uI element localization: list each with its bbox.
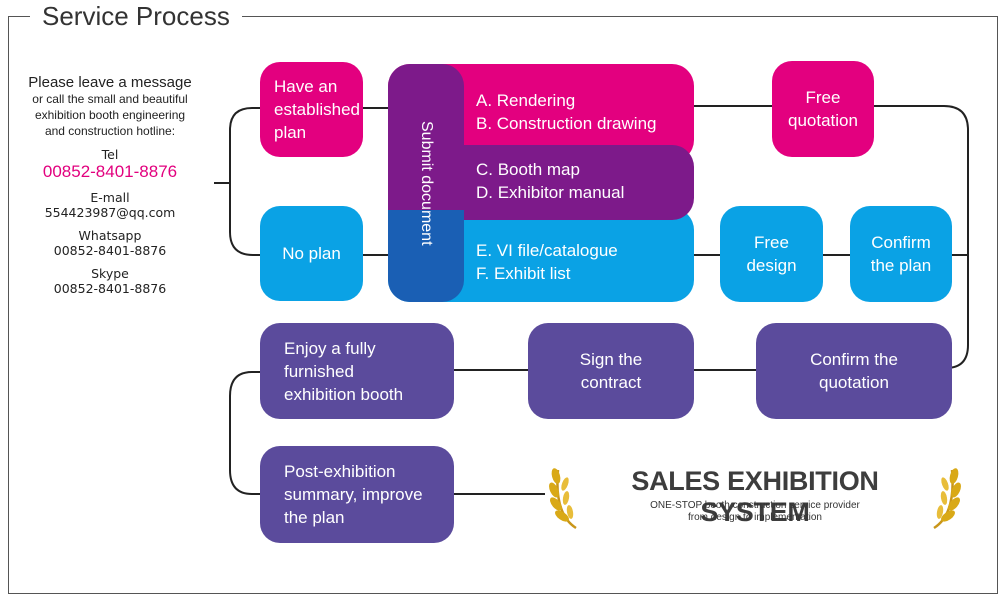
whatsapp-value[interactable]: 00852-8401-8876: [53, 243, 167, 258]
step-confirm-plan: Confirm the plan: [850, 206, 952, 302]
laurel-right-icon: [933, 468, 961, 530]
step-free-quotation: Free quotation: [772, 61, 874, 157]
contact-info: Please leave a message or call the small…: [10, 74, 210, 296]
step-no-plan-label: No plan: [282, 244, 341, 263]
title-container: Service Process: [30, 0, 242, 32]
skype-label: Skype: [91, 266, 129, 281]
step-enjoy-booth: Enjoy a fully furnished exhibition booth: [260, 323, 454, 419]
tel-value[interactable]: 00852-8401-8876: [42, 162, 178, 181]
step-established-plan-label: Have an established plan: [274, 77, 361, 142]
skype-value[interactable]: 00852-8401-8876: [53, 281, 167, 296]
submit-document-label: Submit document: [418, 120, 435, 246]
step-post-summary-label: Post-exhibition summary, improve the pla…: [284, 462, 423, 527]
quotation-to-right: [874, 105, 969, 369]
laurel-left-icon: [549, 468, 577, 530]
step-no-plan: No plan: [260, 206, 363, 301]
logo-subtitle-line-1: ONE-STOP booth construction service prov…: [650, 500, 860, 511]
doc-item-c: C. Booth map: [476, 160, 580, 179]
doc-item-f: F. Exhibit list: [476, 264, 571, 283]
logo-subtitle-line-2: from design to implementation: [688, 512, 822, 523]
step-post-summary: Post-exhibition summary, improve the pla…: [260, 446, 454, 543]
contact-heading: Please leave a message: [28, 74, 192, 91]
contact-line-3: and construction hotline:: [44, 124, 176, 138]
email-value[interactable]: 554423987@qq.com: [44, 205, 176, 220]
whatsapp-label: Whatsapp: [78, 228, 142, 243]
tel-label: Tel: [101, 147, 119, 162]
step-free-design: Free design: [720, 206, 823, 302]
contact-line-2: exhibition booth engineering: [34, 108, 186, 122]
logo-subtitle: ONE-STOP booth construction service prov…: [576, 500, 934, 524]
sales-exhibition-logo: SALES EXHIBITION SYSTEM ONE-STOP booth c…: [548, 462, 962, 532]
step-confirm-quotation: Confirm the quotation: [756, 323, 952, 419]
doc-item-a: A. Rendering: [476, 91, 576, 110]
step-sign-contract-label: Sign the contract: [579, 350, 643, 392]
step-free-quotation-label: Free quotation: [788, 88, 858, 130]
step-sign-contract: Sign the contract: [528, 323, 694, 419]
doc-item-d: D. Exhibitor manual: [476, 183, 625, 202]
enjoy-to-summary: [229, 371, 260, 495]
step-confirm-quotation-label: Confirm the quotation: [810, 350, 898, 392]
step-established-plan: Have an established plan: [260, 62, 363, 157]
submit-document-label-wrap: Submit document: [388, 64, 464, 302]
logo-title: SALES EXHIBITION SYSTEM: [631, 466, 879, 527]
branch-connector: [229, 107, 260, 256]
step-free-design-label: Free design: [746, 233, 797, 275]
doc-submit-column-top: [388, 64, 464, 222]
doc-item-e: E. VI file/catalogue: [476, 241, 618, 260]
diagram-frame: [8, 16, 998, 594]
contact-line-1: or call the small and beautiful: [32, 92, 188, 106]
step-enjoy-booth-label: Enjoy a fully furnished exhibition booth: [284, 338, 404, 404]
email-label: E-mall: [90, 190, 130, 205]
step-confirm-plan-label: Confirm the plan: [870, 233, 932, 275]
doc-item-b: B. Construction drawing: [476, 114, 657, 133]
doc-submit-column-bottom: [388, 210, 464, 302]
page-title: Service Process: [42, 1, 230, 31]
